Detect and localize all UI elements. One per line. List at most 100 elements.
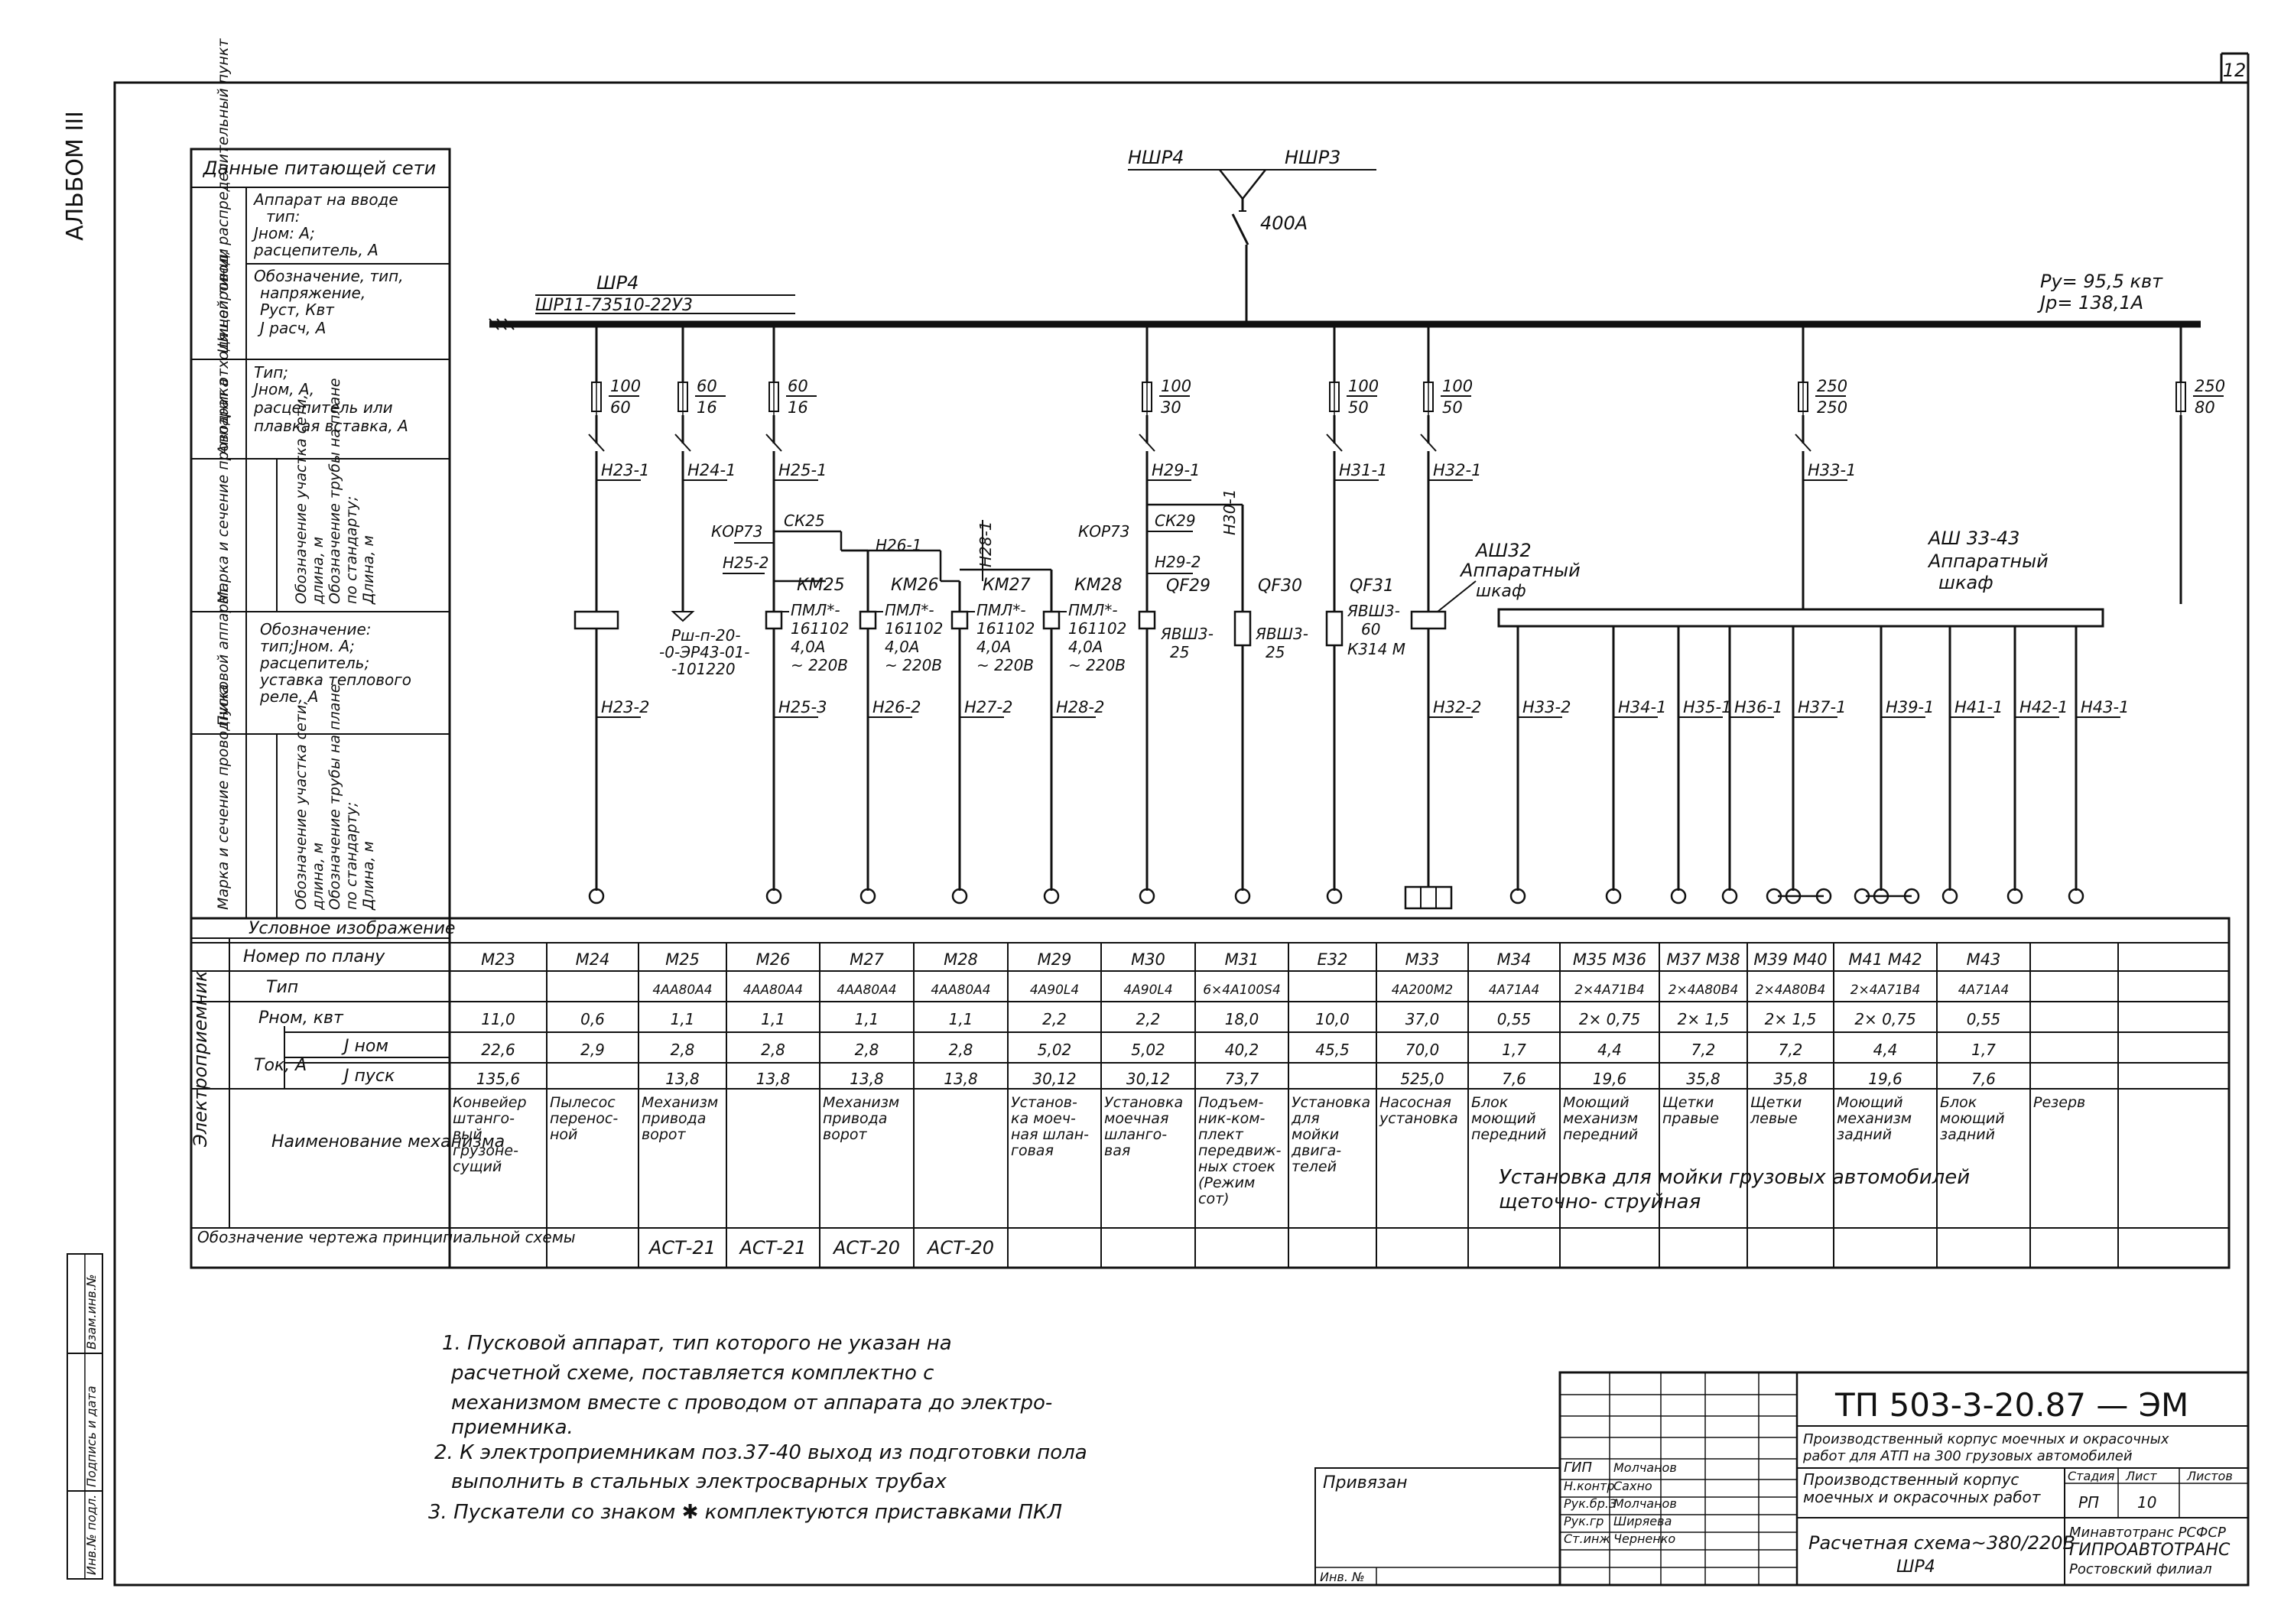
- g1-r2-3: J расч, А: [257, 319, 326, 337]
- qf30-name: QF30: [1258, 577, 1302, 596]
- starter-spec-2-2: 4,0А: [885, 638, 920, 656]
- cell-type-17: 4А71А4: [1958, 983, 2010, 998]
- ck25-label: СК25: [784, 512, 825, 530]
- starter-spec-3-3: ~ 220В: [976, 656, 1034, 674]
- cell-ipusk-15: 35,8: [1773, 1070, 1808, 1088]
- switch-blade: [1326, 434, 1343, 452]
- g2-r-3: плавкая вставка, А: [254, 417, 408, 435]
- cell-dwg-4: АСТ-21: [738, 1237, 806, 1259]
- cell-name-3-2: ворот: [642, 1126, 687, 1143]
- wire-Н42-1: Н42-1: [2019, 698, 2068, 716]
- wire-Н33-2: Н33-2: [1522, 698, 1571, 716]
- cell-ipusk-1: 135,6: [476, 1070, 520, 1088]
- heater-e32: [1404, 885, 1453, 910]
- cell-name-7-1: ка моеч-: [1011, 1110, 1076, 1127]
- stamp-name-0: Молчанов: [1613, 1460, 1677, 1475]
- g3-r-4: Длина, м: [360, 535, 377, 605]
- starter-km25: [765, 610, 783, 630]
- bus-name: ШР4: [596, 272, 638, 294]
- motor-pair-2: [1903, 888, 1920, 905]
- starter-name-1: КМ25: [797, 576, 845, 595]
- cell-plan-1: М23: [481, 950, 515, 969]
- starter-spec-2-0: ПМЛ*-: [885, 601, 934, 619]
- cell-inom-2: 2,9: [580, 1041, 605, 1059]
- cell-pnom-16: 2× 0,75: [1854, 1010, 1915, 1028]
- motor-output-3: [1670, 888, 1687, 905]
- note-3: 3. Пускатели со знаком ✱ комплектуются п…: [428, 1501, 1062, 1524]
- switch-blade: [1139, 434, 1155, 452]
- cab32-label-b: шкаф: [1476, 582, 1526, 601]
- cell-plan-16: М41 М42: [1848, 950, 1922, 969]
- feed-input: НШР4 НШР3 400А: [1128, 147, 1376, 321]
- cell-inom-10: 45,5: [1315, 1041, 1350, 1059]
- motor-pair-left: [1766, 888, 1782, 905]
- cell-pnom-10: 10,0: [1315, 1010, 1350, 1028]
- g5-r-4: Длина, м: [360, 841, 377, 911]
- span-note-2: щеточно- струйная: [1499, 1190, 1701, 1213]
- motor-output-4: [1721, 888, 1738, 905]
- cell-name-8-1: моечная: [1104, 1110, 1168, 1127]
- cell-name-17-2: задний: [1940, 1126, 1995, 1143]
- wire-Н39-1: Н39-1: [1886, 698, 1934, 716]
- starter-spec-4-3: ~ 220В: [1068, 656, 1126, 674]
- left-header: Данные питающей сети Шинопровод; распред…: [190, 38, 451, 920]
- cell-plan-2: М24: [576, 950, 610, 969]
- feed-upper: НШР4: [1128, 147, 1184, 168]
- cell-ipusk-7: 30,12: [1032, 1070, 1076, 1088]
- cell-plan-12: М34: [1497, 950, 1532, 969]
- cell-ipusk-16: 19,6: [1868, 1070, 1902, 1088]
- qf29-type: ЯВШ3-: [1160, 625, 1214, 643]
- g5-r-0: Обозначение участка сети,: [293, 700, 310, 910]
- cell-name-7-3: говая: [1011, 1142, 1054, 1159]
- wire-n31-1: Н31-1: [1339, 461, 1387, 479]
- stamp-drawing-2: ШР4: [1896, 1557, 1935, 1577]
- g5-r-3: по стандарту;: [343, 802, 360, 910]
- cell-plan-17: М43: [1967, 950, 2001, 969]
- cell-plan-6: М28: [944, 950, 978, 969]
- starter-name-3: КМ27: [983, 576, 1031, 595]
- wire-n23-2: Н23-2: [601, 698, 649, 716]
- starter-box-m23: [574, 610, 619, 630]
- wire-n27-2: Н27-2: [964, 698, 1012, 716]
- cell-plan-11: М33: [1405, 950, 1440, 969]
- wire-n26-2: Н26-2: [872, 698, 921, 716]
- stamp-org-2: ГИПРОАВТОТРАНС: [2069, 1541, 2231, 1560]
- row-pnom-label: Рном, квт: [258, 1009, 344, 1028]
- cell-dwg-5: АСТ-20: [832, 1237, 900, 1259]
- cab32-label: АШ32: [1474, 540, 1532, 561]
- cell-name-1-1: штанго-: [453, 1110, 515, 1127]
- cell-type-8: 4А90L4: [1123, 983, 1172, 998]
- starter-name-4: КМ28: [1074, 576, 1123, 595]
- ck29-label: СК29: [1155, 512, 1196, 530]
- cell-name-12-0: Блок: [1471, 1094, 1509, 1111]
- cell-name-1-4: сущий: [453, 1158, 502, 1175]
- cell-inom-6: 2,8: [949, 1041, 973, 1059]
- motor-m29: [1139, 888, 1155, 905]
- group2-label: Аппарат отходящей линии: [215, 248, 232, 456]
- cell-plan-15: М39 М40: [1753, 950, 1827, 969]
- row-type-label: Тип: [266, 978, 298, 997]
- cell-dwg-3: АСТ-21: [648, 1237, 716, 1259]
- starter-spec-4-0: ПМЛ*-: [1068, 601, 1118, 619]
- motor-output-9: [2068, 888, 2084, 905]
- starter-spec-1-1: 161102: [791, 619, 849, 638]
- starter-spec-4-1: 161102: [1068, 619, 1126, 638]
- cell-name-9-5: (Режим: [1198, 1174, 1255, 1191]
- busbar-shr4: ШР4 ШР11-73510-22У3 Ру= 95,5 квт Jр= 138…: [489, 271, 2201, 330]
- cell-pnom-13: 2× 0,75: [1579, 1010, 1640, 1028]
- cell-name-3-0: Механизм: [642, 1094, 718, 1111]
- rsh-line-1: -0-ЭР43-01-: [659, 643, 750, 661]
- g1-r2-1: напряжение,: [260, 284, 366, 302]
- cell-ipusk-5: 13,8: [850, 1070, 884, 1088]
- cell-ipusk-13: 19,6: [1593, 1070, 1627, 1088]
- cell-type-14: 2×4А80В4: [1669, 983, 1739, 998]
- cell-pnom-14: 2× 1,5: [1678, 1010, 1730, 1028]
- cell-name-8-0: Установка: [1104, 1094, 1183, 1111]
- starter-name-2: КМ26: [891, 576, 939, 595]
- stamp-role-1: Н.контр: [1564, 1479, 1615, 1493]
- cell-plan-3: М25: [665, 950, 700, 969]
- cell-inom-17: 1,7: [1971, 1041, 1996, 1059]
- cell-name-10-2: мойки: [1292, 1126, 1339, 1143]
- feed-lower: НШР3: [1285, 147, 1340, 168]
- stamp-sheet: 10: [2137, 1493, 2156, 1512]
